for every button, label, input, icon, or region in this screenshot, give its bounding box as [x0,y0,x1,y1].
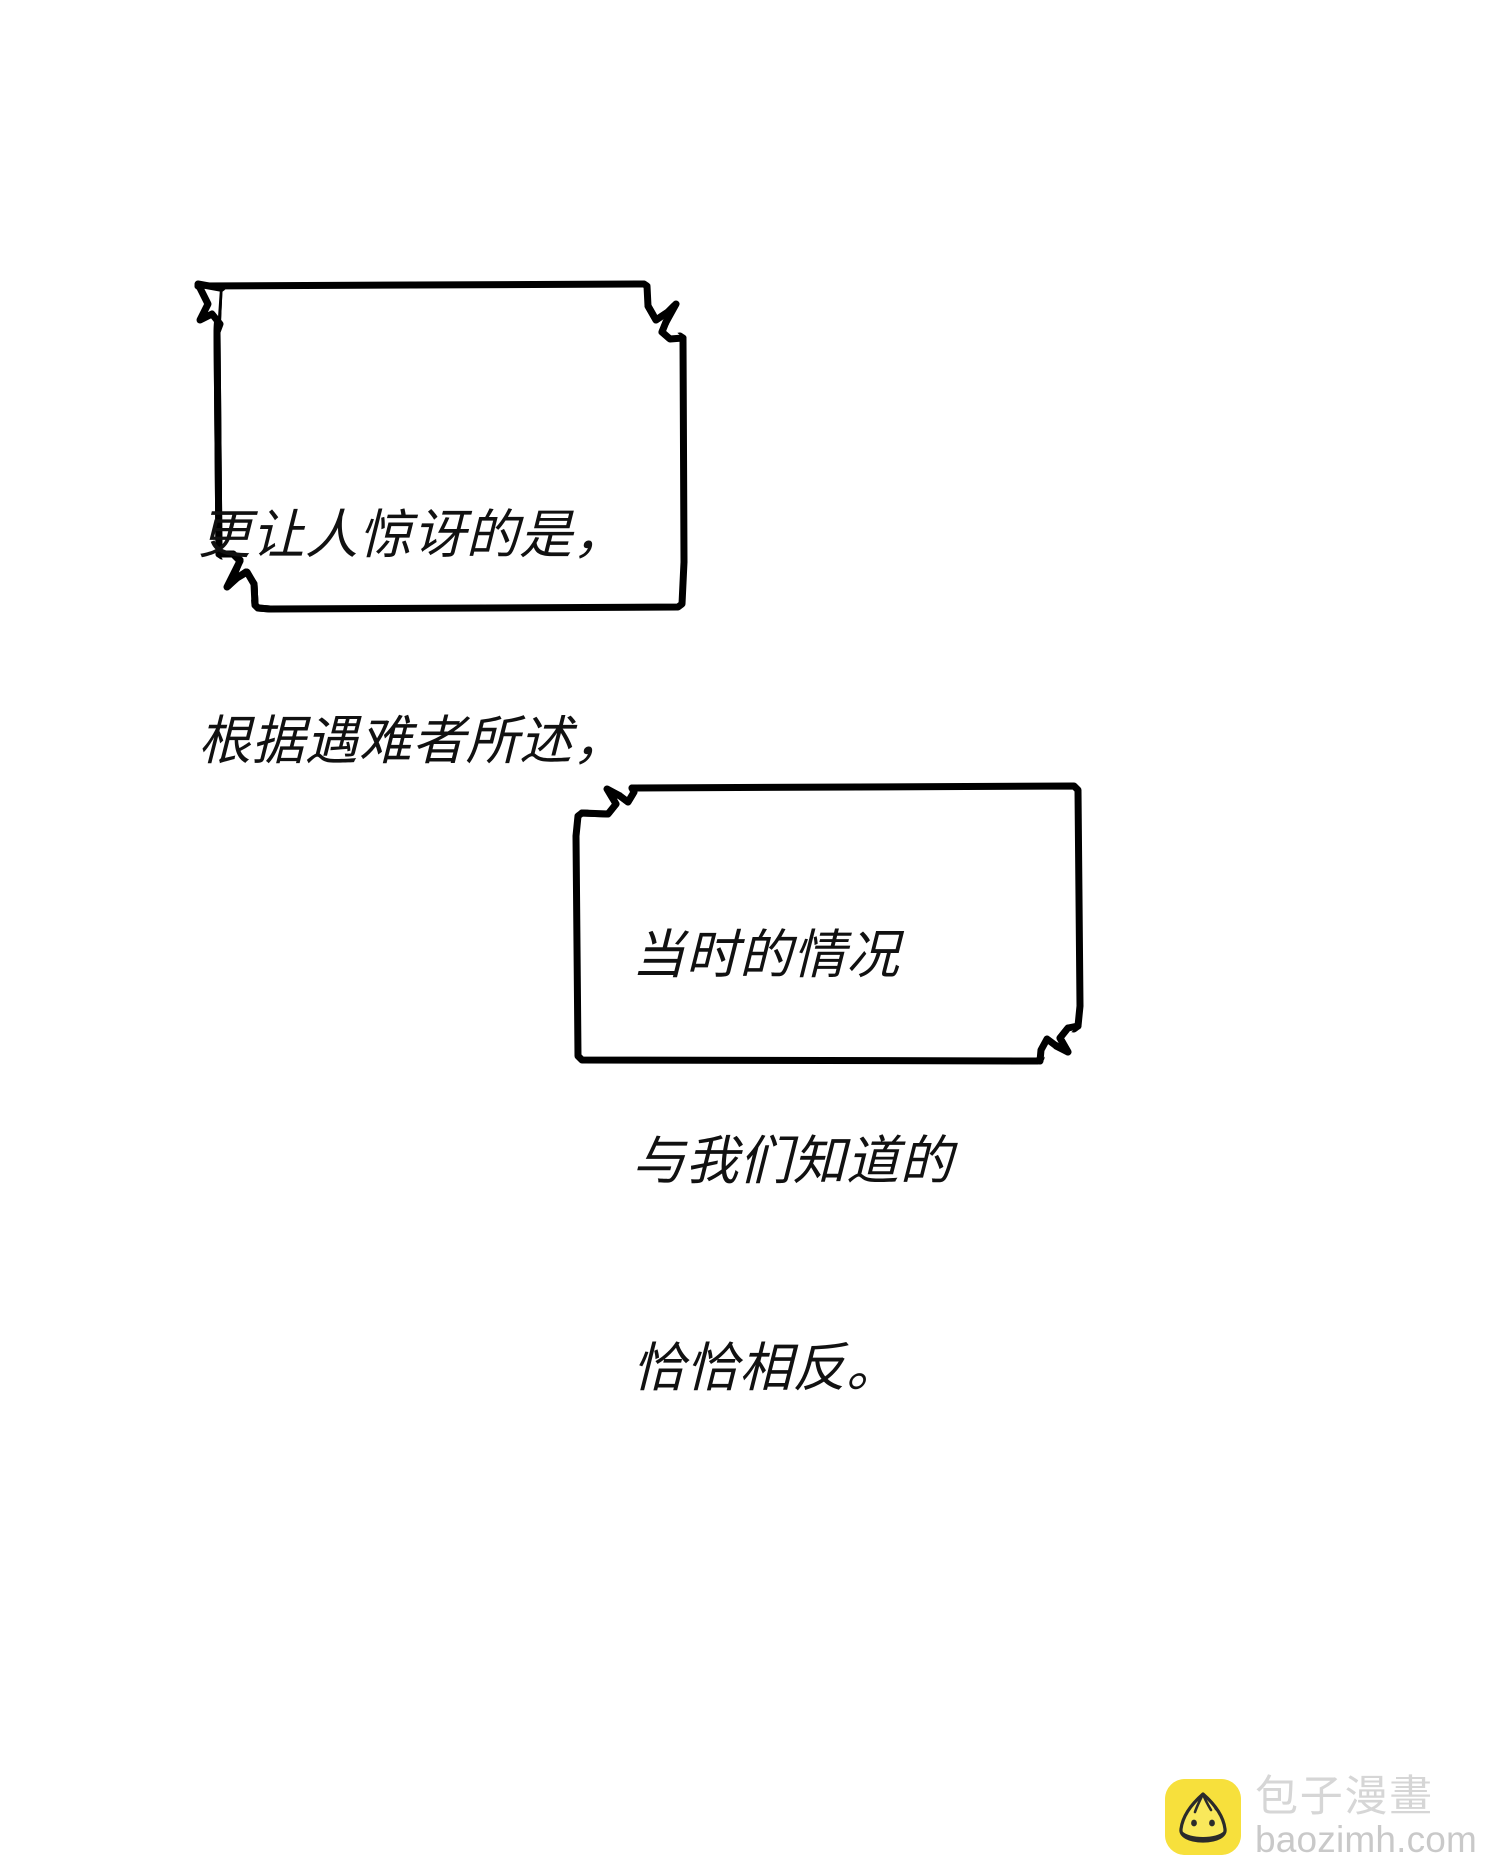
site-watermark: 包子漫畫 baozimh.com [1165,1762,1495,1872]
watermark-texts: 包子漫畫 baozimh.com [1255,1773,1478,1860]
speech-bubble-2: 当时的情况 与我们知道的 恰恰相反。 [512,706,1110,1398]
watermark-brand-cn: 包子漫畫 [1255,1773,1434,1821]
speech-bubble-2-line-2: 与我们知道的 [632,1132,954,1192]
speech-bubble-2-text: 当时的情况 与我们知道的 恰恰相反。 [632,784,1052,1542]
speech-bubble-1-outline [194,280,688,613]
watermark-url: baozimh.com [1255,1819,1478,1860]
speech-bubble-1-line-2: 根据遇难者所述， [198,712,627,772]
baozi-dumpling-icon [1165,1779,1241,1855]
speech-bubble-1: 更让人惊讶的是， 根据遇难者所述， [150,262,710,771]
speech-bubble-2-outline [572,782,1084,1065]
speech-bubble-2-line-1: 当时的情况 [632,925,900,985]
speech-bubble-1-line-1: 更让人惊讶的是， [198,505,627,565]
speech-bubble-1-text: 更让人惊讶的是， 根据遇难者所述， [198,364,668,915]
speech-bubble-2-line-3: 恰恰相反。 [632,1339,900,1399]
